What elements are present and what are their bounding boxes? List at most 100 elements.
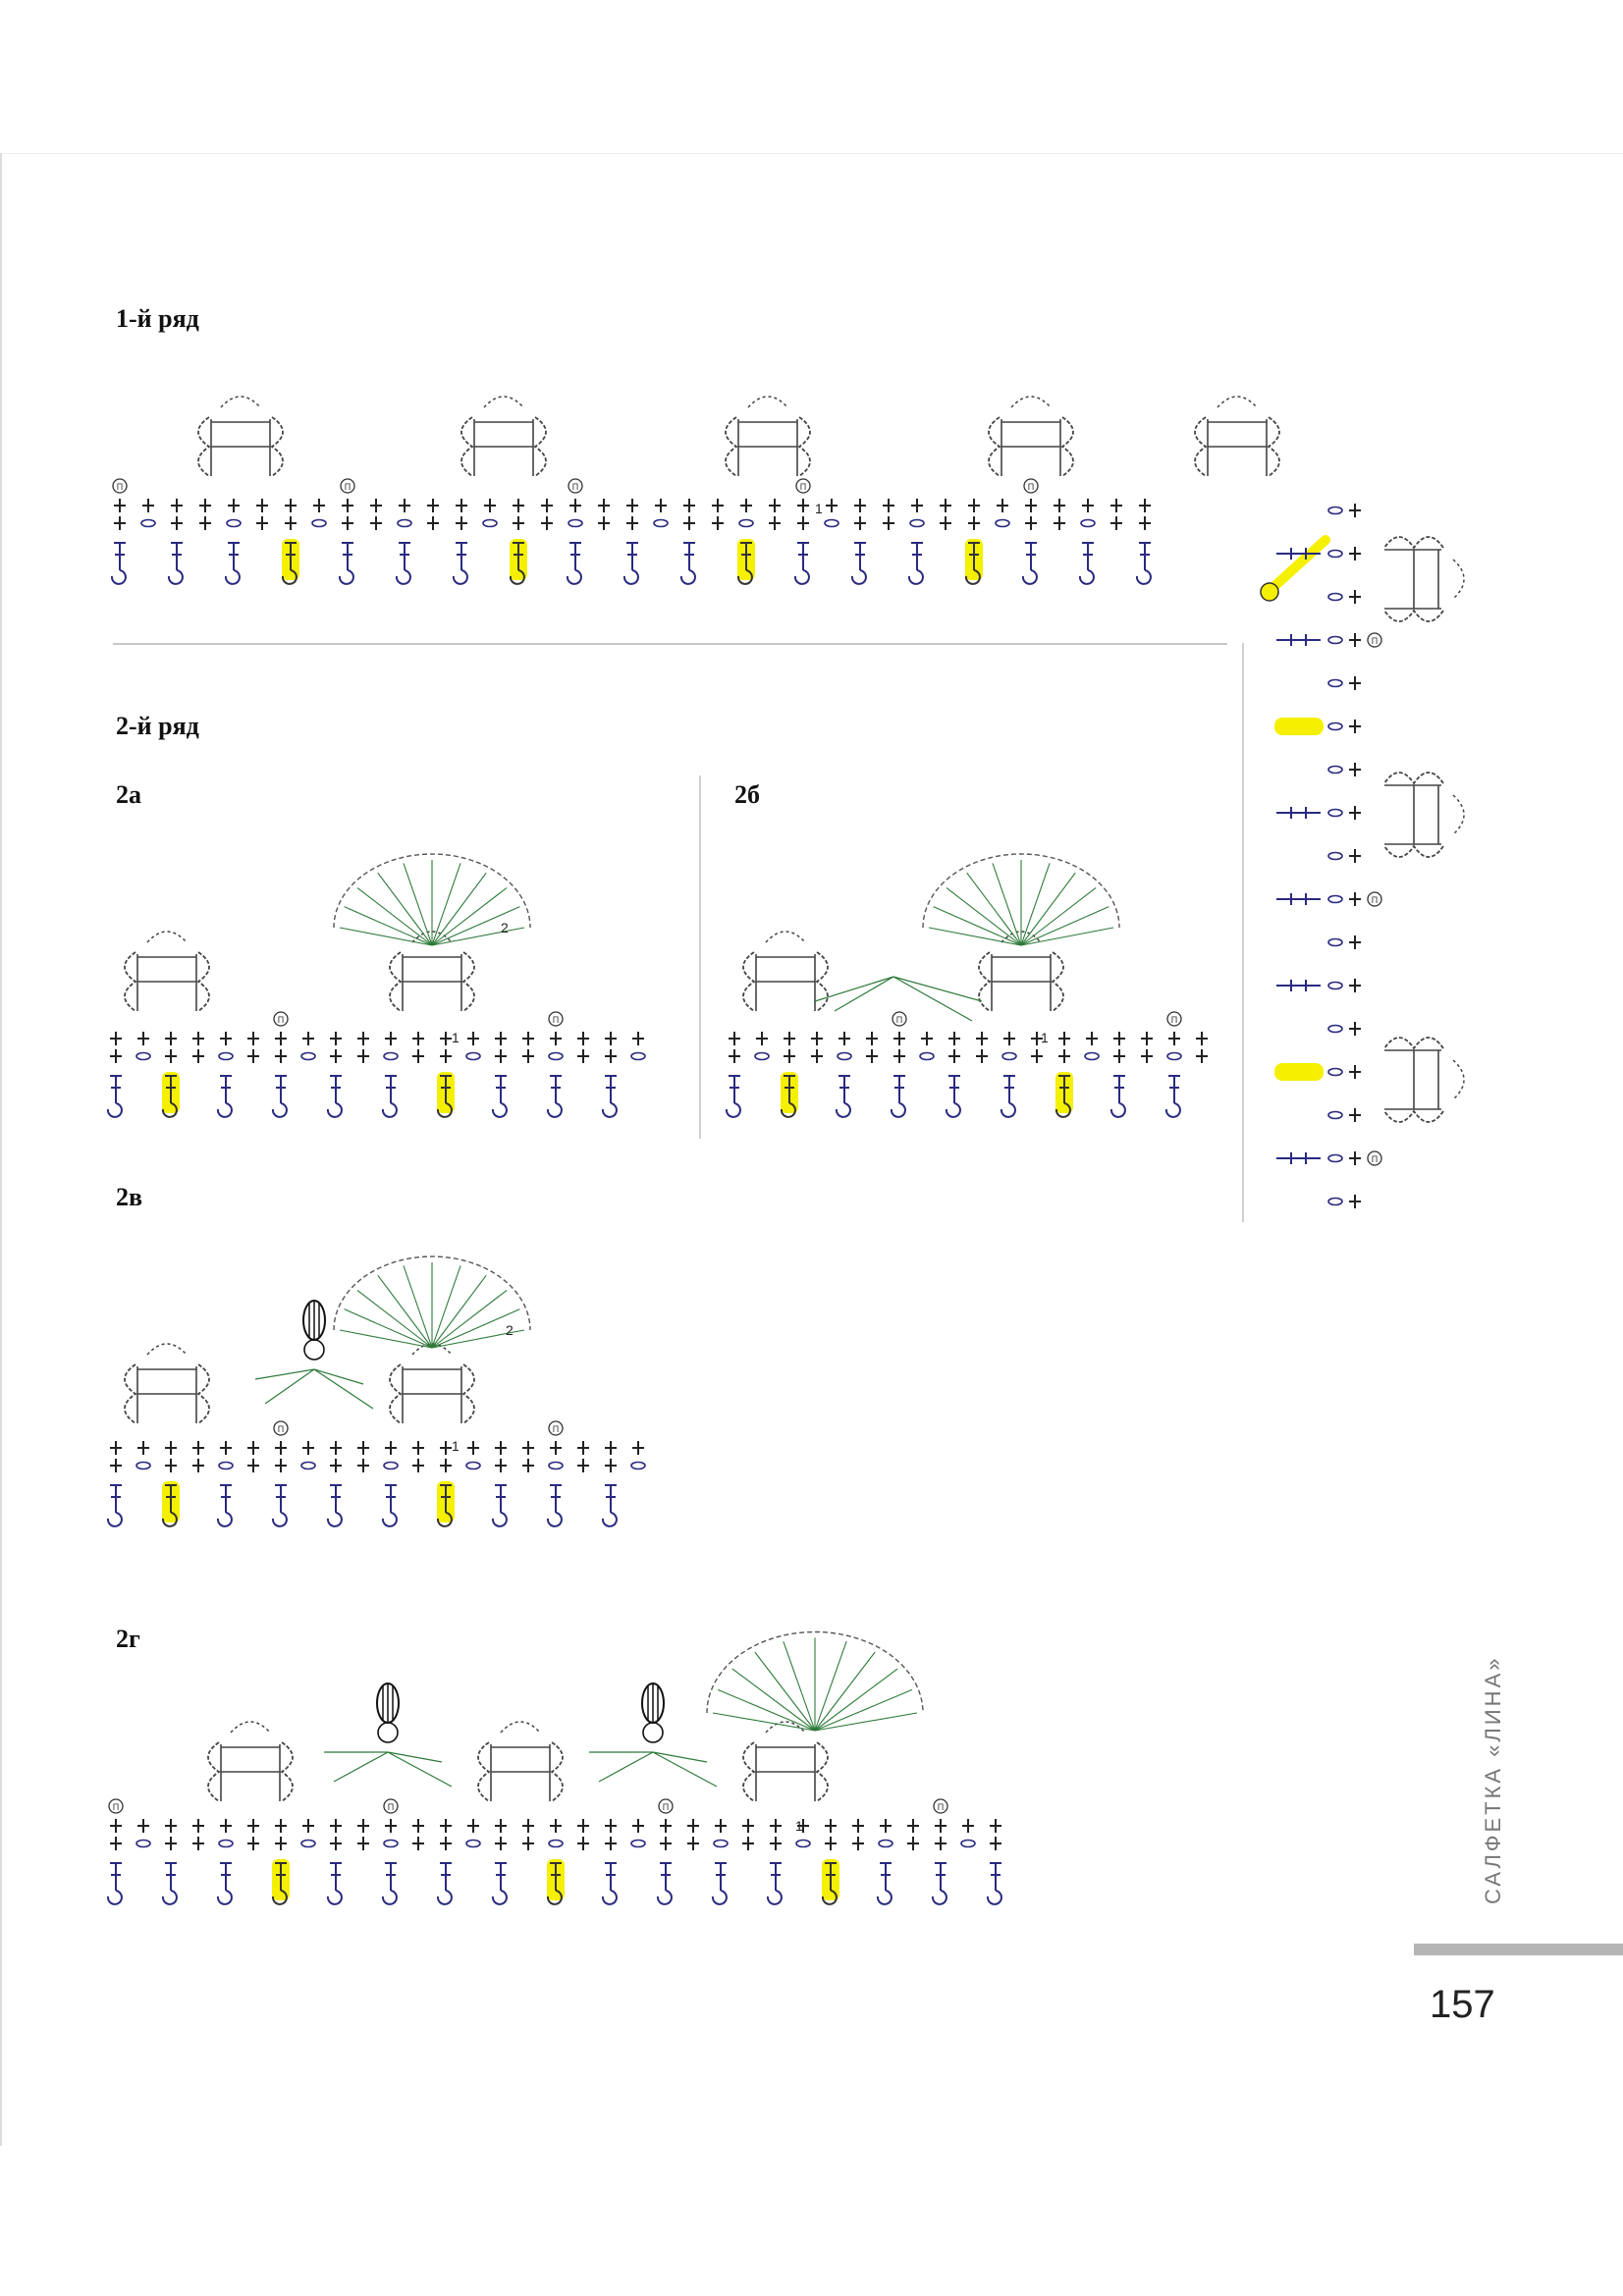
picot-symbol — [658, 1798, 674, 1814]
stitch-symbol — [835, 1075, 851, 1118]
chain-symbol — [482, 518, 498, 528]
count-mark: 2 — [501, 920, 509, 935]
page-top-edge — [0, 153, 1623, 154]
chain-symbol — [135, 1461, 151, 1470]
picot-letter: П — [1028, 482, 1034, 492]
sc-symbol — [192, 1819, 204, 1833]
sc-symbol — [385, 1441, 397, 1455]
sc-symbol — [1110, 499, 1122, 512]
sc-symbol — [1113, 1032, 1125, 1045]
sc-symbol — [940, 516, 951, 530]
stitch-symbol — [338, 542, 354, 585]
fan-icon — [333, 1255, 531, 1349]
sc-symbol — [1139, 516, 1151, 530]
sc-symbol — [1349, 979, 1361, 992]
sc-symbol — [811, 1032, 823, 1045]
sc-symbol — [285, 516, 297, 530]
sc-symbol — [797, 1819, 809, 1833]
count-mark: 2 — [506, 1322, 514, 1338]
picot-symbol — [933, 1798, 948, 1814]
stitch-symbol — [106, 1075, 123, 1118]
chain-symbol — [135, 1051, 151, 1061]
sc-symbol — [968, 516, 980, 530]
stitch-symbol — [945, 1075, 961, 1118]
sc-symbol — [632, 1032, 644, 1045]
sc-symbol — [598, 499, 610, 512]
stitch-symbol — [491, 1075, 508, 1118]
stitch-symbol — [491, 1484, 508, 1527]
page-footer-bar — [1414, 1944, 1623, 1955]
stitch-symbol — [1276, 1152, 1321, 1164]
sc-symbol — [110, 1032, 122, 1045]
stitch-symbol — [395, 542, 411, 585]
stitch-symbol — [725, 1075, 741, 1118]
chain-symbol — [1327, 937, 1343, 947]
sc-symbol — [522, 1837, 534, 1850]
stitch-symbol — [326, 1075, 343, 1118]
stitch-symbol — [601, 1075, 618, 1118]
chain-symbol — [738, 518, 754, 528]
sc-symbol — [247, 1441, 259, 1455]
stitch-symbol — [890, 1075, 906, 1118]
motif-icon — [725, 396, 811, 477]
sc-symbol — [907, 1837, 919, 1850]
sc-symbol — [1054, 516, 1065, 530]
stitch-symbol — [106, 1862, 123, 1905]
chain-symbol — [630, 1839, 646, 1848]
sc-symbol — [137, 1819, 149, 1833]
sc-symbol — [171, 516, 183, 530]
stitch-symbol — [679, 542, 696, 585]
sc-symbol — [605, 1459, 617, 1472]
stitch-symbol — [491, 1862, 508, 1905]
sc-symbol — [577, 1819, 589, 1833]
variant-2v-label: 2в — [116, 1183, 143, 1211]
sc-symbol — [1349, 892, 1361, 906]
sc-symbol — [550, 1032, 562, 1045]
sc-symbol — [880, 1819, 892, 1833]
sc-symbol — [1349, 1065, 1361, 1079]
stitch-symbol — [931, 1862, 947, 1905]
sc-symbol — [911, 499, 923, 512]
sc-symbol — [1349, 1022, 1361, 1036]
sc-symbol — [687, 1819, 699, 1833]
sc-symbol — [275, 1819, 287, 1833]
motif-icon — [1383, 1037, 1465, 1123]
picot-symbol — [108, 1798, 124, 1814]
bead-icon — [641, 1682, 665, 1743]
sc-symbol — [275, 1837, 287, 1850]
sc-symbol — [522, 1819, 534, 1833]
chain-symbol — [140, 518, 156, 528]
highlight-mark — [1274, 1063, 1324, 1081]
sc-symbol — [784, 1032, 795, 1045]
sc-symbol — [495, 1837, 507, 1850]
chain-symbol — [1327, 592, 1343, 602]
sc-symbol — [192, 1459, 204, 1472]
sc-symbol — [740, 499, 752, 512]
picot-symbol — [273, 1420, 289, 1436]
sc-symbol — [883, 499, 894, 512]
stitch-symbol — [1276, 548, 1321, 560]
sc-symbol — [357, 1837, 369, 1850]
sc-symbol — [192, 1049, 204, 1063]
stitch-symbol — [711, 1862, 728, 1905]
sc-symbol — [784, 1049, 795, 1063]
stitch-symbol — [436, 1862, 453, 1905]
stitch-symbol — [224, 542, 241, 585]
chain-symbol — [300, 1839, 316, 1848]
sc-symbol — [1141, 1032, 1153, 1045]
sc-symbol — [1082, 499, 1094, 512]
sc-symbol — [683, 516, 695, 530]
picot-symbol — [340, 478, 355, 494]
count-mark: 1 — [1041, 1030, 1049, 1045]
sc-symbol — [550, 1819, 562, 1833]
sc-symbol — [330, 1049, 342, 1063]
chain-symbol — [1327, 808, 1343, 818]
sc-symbol — [522, 1441, 534, 1455]
page-left-edge — [0, 153, 2, 2146]
chain-symbol — [548, 1051, 564, 1061]
sc-symbol — [577, 1049, 589, 1063]
sc-symbol — [921, 1032, 933, 1045]
stitch-symbol — [656, 1862, 673, 1905]
row1-heading: 1-й ряд — [116, 304, 199, 333]
